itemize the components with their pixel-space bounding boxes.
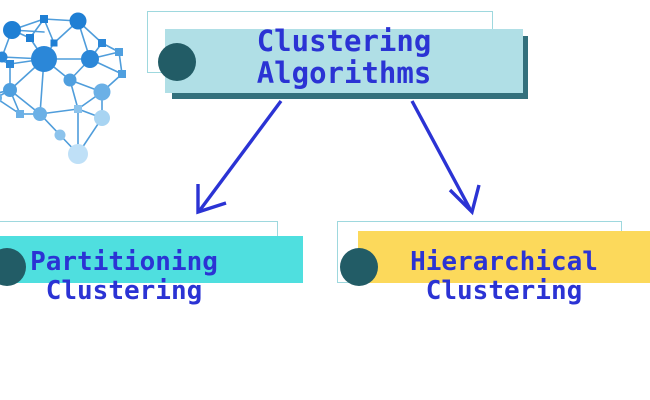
root-node-label: Clustering Algorithms [165,25,523,90]
arrow-root-to-partitioning-shaft [198,99,283,212]
hierarchical-node-bullet-dot [340,248,378,286]
root-node-label-line1: Clustering [256,24,432,58]
hierarchical-node-box[interactable] [358,231,650,283]
hierarchical-node-label: Hierarchical Clustering [358,247,650,307]
hierarchical-node-label-line2: Clustering [425,276,583,307]
partitioning-node-label-line2: Clustering [45,276,203,307]
partitioning-node-label-line1: Partitioning [30,247,218,277]
partitioning-node-label: Partitioning Clustering [0,247,303,307]
arrow-root-to-partitioning-head [196,184,227,215]
partitioning-node-box[interactable] [0,236,303,283]
root-node-label-line2: Algorithms [256,56,432,91]
hierarchical-node-label-line1: Hierarchical [410,247,598,277]
brain-network-icon [0,2,142,167]
arrow-root-to-hierarchical-shaft [410,100,472,210]
root-node-box[interactable] [165,29,523,93]
arrow-root-to-hierarchical-head [448,184,481,216]
root-node-bullet-dot [158,43,196,81]
